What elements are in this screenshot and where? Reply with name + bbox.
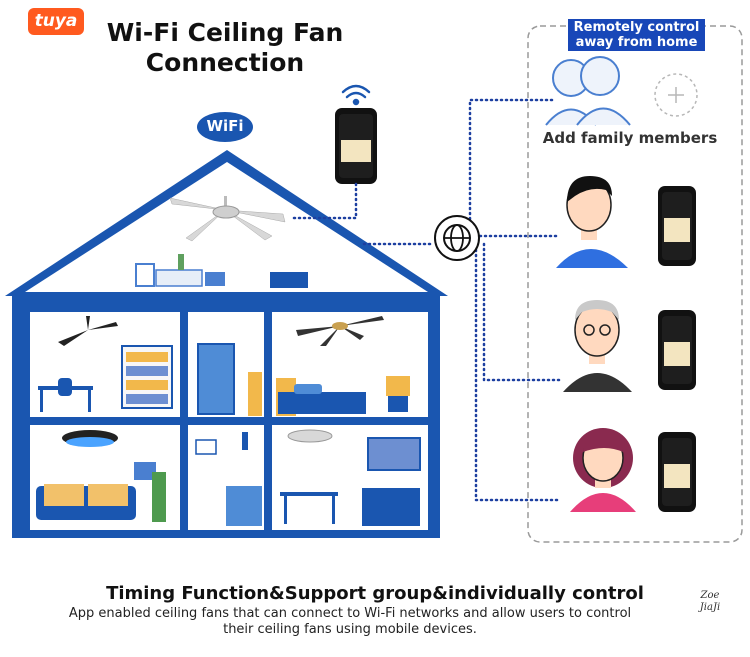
remote-line-1: Remotely control (573, 20, 700, 35)
wifi-badge-label: WiFi (206, 117, 244, 135)
add-family-label: Add family members (542, 129, 718, 147)
room-living (36, 430, 166, 522)
wifi-badge-icon (197, 112, 253, 142)
family-couple-icon (545, 56, 631, 126)
connection-lines (288, 98, 562, 502)
signature-line-1: Zoe (700, 590, 720, 601)
tuya-logo: tuya (28, 8, 84, 35)
signature-logo: Zoe JiaJi (686, 590, 734, 624)
plus-icon[interactable] (654, 73, 698, 117)
title-line-2: Connection (145, 48, 305, 77)
desc-line-1: App enabled ceiling fans that can connec… (68, 606, 632, 621)
feature-description: App enabled ceiling fans that can connec… (30, 606, 670, 638)
signature-line-2: JiaJi (699, 602, 721, 613)
phone-icon (658, 186, 696, 266)
remote-control-banner: Remotely control away from home (568, 19, 705, 51)
desc-line-2: their ceiling fans using mobile devices. (223, 622, 477, 637)
family-group-box (527, 25, 743, 543)
room-bedroom (276, 316, 410, 416)
phone-icon (658, 310, 696, 390)
house-phone-icon (335, 108, 377, 184)
attic-furniture (135, 254, 308, 288)
phone-icon (658, 432, 696, 512)
page-title: Wi-Fi Ceiling Fan Connection (100, 18, 350, 78)
attic-fan-icon (169, 196, 286, 242)
globe-icon (434, 215, 480, 261)
feature-title: Timing Function&Support group&individual… (106, 583, 644, 604)
title-line-1: Wi-Fi Ceiling Fan (106, 18, 344, 47)
room-kitchen (280, 429, 421, 526)
person-young-man-icon (556, 176, 628, 268)
person-old-man-icon (563, 300, 632, 392)
room-hall (197, 343, 262, 416)
room-study (38, 316, 173, 412)
room-stairs (195, 432, 262, 526)
person-woman-icon (570, 428, 636, 512)
remote-line-2: away from home (575, 35, 698, 50)
wifi-icon (341, 84, 371, 106)
